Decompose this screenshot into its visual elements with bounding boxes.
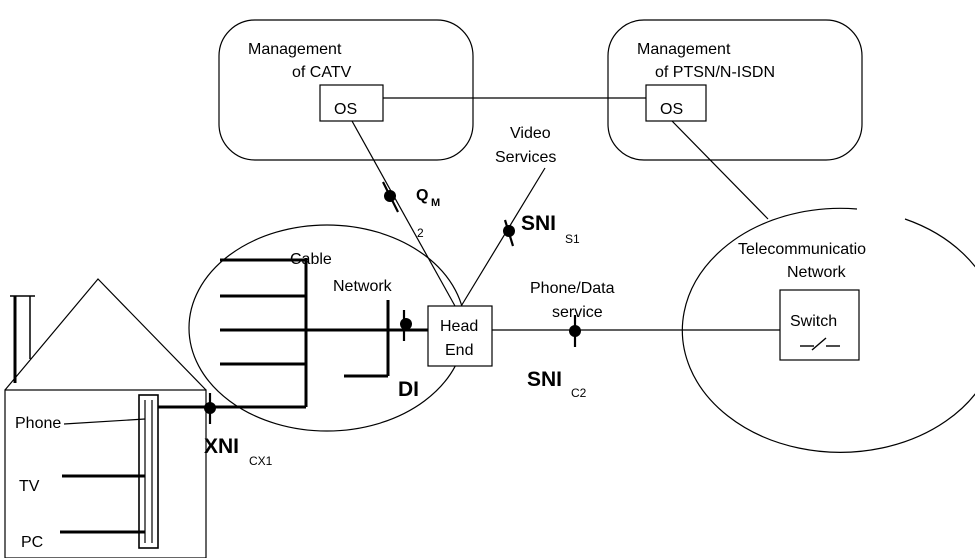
- house-body: [4, 389, 207, 558]
- pc-label: PC: [21, 534, 43, 551]
- telecom-network-label-2: Network: [787, 264, 847, 281]
- phone-data-label-2: service: [552, 304, 603, 321]
- sni-s1-reference-point: [503, 219, 515, 247]
- sni-c2-reference-point: [569, 315, 581, 347]
- qm-label: Q: [416, 187, 428, 204]
- mgmt-catv-group: Management of CATV OS: [218, 19, 474, 161]
- os-label-ptsn: OS: [660, 101, 683, 118]
- ptsn-link-line: [671, 120, 769, 220]
- in-house-bus: [138, 394, 159, 549]
- house-roof: [4, 278, 207, 391]
- tv-label: TV: [19, 478, 40, 495]
- qm-subscript-2: 2: [417, 226, 424, 240]
- video-services-label-1: Video: [510, 125, 551, 142]
- head-end-box: [427, 305, 493, 367]
- os-box-catv: [319, 84, 384, 122]
- cable-trunk: [220, 258, 428, 407]
- switch-symbol: [800, 337, 840, 351]
- os-box-ptsn: [645, 84, 707, 122]
- di-reference-point: [400, 310, 412, 341]
- xni-cx1-subscript: CX1: [249, 454, 273, 468]
- qm-reference-point: [382, 181, 399, 213]
- sni-s1-subscript: S1: [565, 232, 580, 246]
- switch-label: Switch: [790, 313, 837, 330]
- phone-data-label-1: Phone/Data: [530, 280, 615, 297]
- qm-subscript: M: [431, 197, 440, 209]
- phone-label: Phone: [15, 415, 61, 432]
- phone-line: [63, 418, 146, 425]
- video-services-label-2: Services: [495, 149, 556, 166]
- xni-cx1-reference-point: [204, 393, 216, 424]
- sni-c2-subscript: C2: [571, 386, 587, 400]
- switch-box: [779, 289, 860, 361]
- mgmt-ptsn-box: [607, 19, 863, 161]
- sni-s1-label: SNI: [521, 212, 556, 235]
- head-end-label-1: Head: [440, 318, 478, 335]
- head-end-label-2: End: [445, 342, 473, 359]
- telecom-network-ellipse: [681, 207, 975, 453]
- di-label: DI: [398, 378, 419, 401]
- mgmt-catv-box: [218, 19, 474, 161]
- cable-network-label-2: Network: [333, 278, 393, 295]
- mgmt-ptsn-group: Management of PTSN/N-ISDN OS: [607, 19, 863, 161]
- mgmt-catv-subtitle: of CATV: [292, 64, 352, 81]
- os-label-catv: OS: [334, 101, 357, 118]
- cable-network-label-1: Cable: [290, 251, 332, 268]
- mgmt-ptsn-subtitle: of PTSN/N-ISDN: [655, 64, 775, 81]
- sni-c2-label: SNI: [527, 368, 562, 391]
- mgmt-catv-title: Management: [248, 41, 342, 58]
- xni-cx1-label: XNI: [204, 435, 239, 458]
- telecom-network-label-1: Telecommunicatio: [738, 241, 866, 258]
- house-group: [4, 278, 207, 558]
- video-services-line: [459, 167, 546, 309]
- qm-link-line: [351, 120, 456, 307]
- mgmt-ptsn-title: Management: [637, 41, 731, 58]
